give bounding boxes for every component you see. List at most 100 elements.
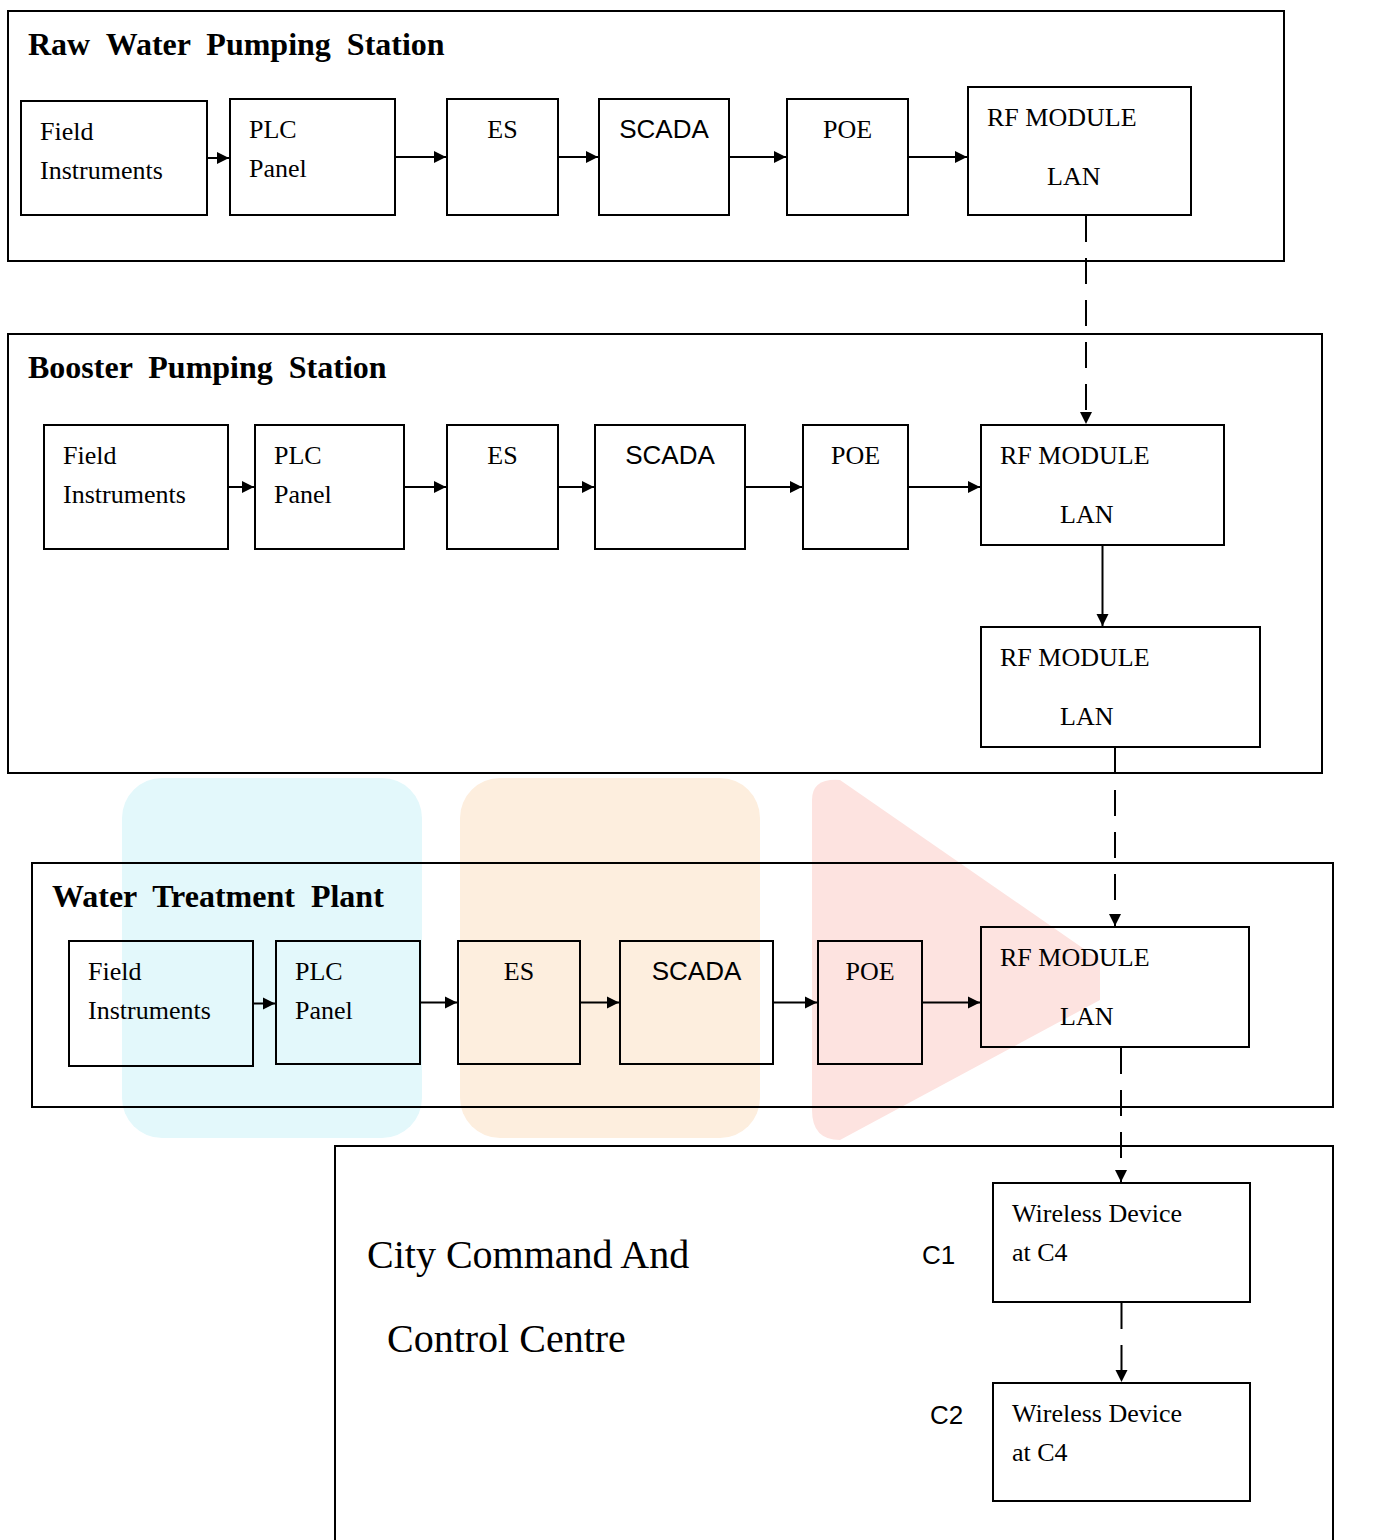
arrow-head <box>263 998 275 1010</box>
connector <box>581 997 619 1009</box>
watermark-shape <box>122 778 422 1138</box>
arrow-head <box>1116 1370 1128 1382</box>
box-label: POE <box>796 110 899 149</box>
connector <box>559 481 594 493</box>
connector <box>559 151 598 163</box>
arrow-head <box>1080 412 1092 424</box>
process-box: Field Instruments <box>20 100 208 216</box>
process-box: RF MODULE LAN <box>980 926 1250 1048</box>
arrow-head <box>434 151 446 163</box>
connector <box>923 997 980 1009</box>
connector <box>909 151 967 163</box>
connector <box>405 481 446 493</box>
station-title: Booster Pumping Station <box>28 349 387 386</box>
process-box: Field Instruments <box>43 424 229 550</box>
box-label: Wireless Device at C4 <box>1012 1194 1197 1272</box>
process-box: SCADA <box>594 424 746 550</box>
box-label: SCADA <box>604 436 736 475</box>
box-label: PLC Panel <box>249 110 349 188</box>
connector <box>1115 1048 1127 1182</box>
connector <box>1097 546 1109 626</box>
box-label: PLC Panel <box>274 436 374 514</box>
connector-line <box>1120 1048 1122 1182</box>
process-box: RF MODULE LAN <box>967 86 1192 216</box>
box-label: Field Instruments <box>40 112 194 190</box>
process-box: PLC Panel <box>275 940 421 1065</box>
connector <box>396 151 446 163</box>
connector <box>229 481 254 493</box>
box-label: RF MODULE <box>1000 436 1211 475</box>
box-label: ES <box>456 436 549 475</box>
station-panel: City Command And Control CentreWireless … <box>334 1145 1334 1540</box>
connector <box>730 151 786 163</box>
box-label: ES <box>467 952 571 991</box>
connector <box>1116 1303 1128 1382</box>
arrow-head <box>955 151 967 163</box>
connector <box>909 481 980 493</box>
process-box: RF MODULELAN <box>980 626 1261 748</box>
process-box: PLC Panel <box>254 424 405 550</box>
connector <box>208 152 229 164</box>
process-box: SCADA <box>619 940 774 1065</box>
box-label: RF MODULE <box>987 98 1178 137</box>
station-panel: Water Treatment PlantField Instruments PL… <box>31 862 1334 1108</box>
connector <box>254 998 275 1010</box>
arrow-head <box>242 481 254 493</box>
process-box: Field Instruments <box>68 940 254 1067</box>
process-box: ES <box>446 424 559 550</box>
box-label: RF MODULE <box>1000 638 1247 677</box>
box-label: PLC Panel <box>295 952 395 1030</box>
arrow-head <box>445 997 457 1009</box>
connector <box>746 481 802 493</box>
connector-line <box>1114 748 1116 926</box>
arrow-head <box>582 481 594 493</box>
connector <box>774 997 817 1009</box>
station-title: Raw Water Pumping Station <box>28 26 445 63</box>
connector <box>1080 216 1092 424</box>
process-box: POE <box>802 424 909 550</box>
box-label: SCADA <box>608 110 720 149</box>
connector <box>421 997 457 1009</box>
arrow-head <box>1109 914 1121 926</box>
box-label: Field Instruments <box>88 952 240 1030</box>
process-box: ES <box>457 940 581 1065</box>
station-panel: Booster Pumping StationField Instruments… <box>7 333 1323 774</box>
box-label: POE <box>812 436 899 475</box>
process-box: POE <box>786 98 909 216</box>
callout-label: C1 <box>922 1240 955 1271</box>
arrow-head <box>805 997 817 1009</box>
box-label: Field Instruments <box>63 436 215 514</box>
station-panel: Raw Water Pumping StationField Instrumen… <box>7 10 1285 262</box>
box-sublabel: LAN <box>987 157 1178 196</box>
box-label: ES <box>456 110 549 149</box>
arrow-head <box>774 151 786 163</box>
arrow-head <box>790 481 802 493</box>
arrow-head <box>968 997 980 1009</box>
connector-line <box>1085 216 1087 424</box>
box-label: POE <box>827 952 913 991</box>
process-box: Wireless Device at C4 <box>992 1182 1251 1303</box>
arrow-head <box>434 481 446 493</box>
box-label: RF MODULE <box>1000 938 1236 977</box>
centre-title: City Command And Control Centre <box>367 1213 732 1381</box>
arrow-head <box>586 151 598 163</box>
station-title: Water Treatment Plant <box>52 878 384 915</box>
process-box: RF MODULE LAN <box>980 424 1225 546</box>
callout-label: C2 <box>930 1400 963 1431</box>
arrow-head <box>217 152 229 164</box>
arrow-head <box>968 481 980 493</box>
box-sublabel: LAN <box>1000 997 1236 1036</box>
arrow-head <box>1115 1170 1127 1182</box>
arrow-head <box>607 997 619 1009</box>
box-sublabel: LAN <box>1000 495 1211 534</box>
process-box: SCADA <box>598 98 730 216</box>
connector <box>1109 748 1121 926</box>
process-box: PLC Panel <box>229 98 396 216</box>
arrow-head <box>1097 614 1109 626</box>
process-box: Wireless Device at C4 <box>992 1382 1251 1502</box>
box-label: Wireless Device at C4 <box>1012 1394 1197 1472</box>
process-box: POE <box>817 940 923 1065</box>
